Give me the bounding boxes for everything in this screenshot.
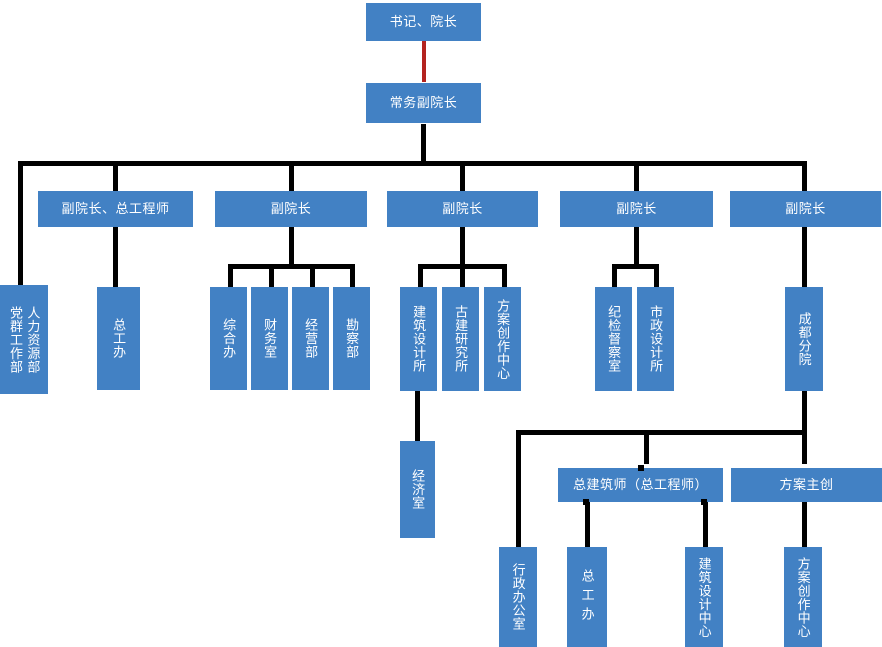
- selection-handle-bottom-left[interactable]: [583, 499, 589, 505]
- connector-chief-architect-to-branch-office: [585, 502, 590, 547]
- node-executive-vp[interactable]: 常务副院长: [366, 83, 481, 123]
- connector-chengdu-bus: [516, 430, 807, 435]
- connector-to-scheme-lead: [802, 430, 807, 464]
- connector-executive-vp-drop: [421, 124, 426, 165]
- node-vp-2[interactable]: 副院长: [215, 191, 367, 227]
- node-survey-dept[interactable]: 勘察部: [333, 287, 370, 390]
- connector-to-municipal-design-institute: [654, 264, 659, 288]
- node-party-hr-label-left: 党群工作部: [8, 305, 23, 374]
- node-vp-5[interactable]: 副院长: [730, 191, 881, 227]
- node-finance-office[interactable]: 财务室: [251, 287, 288, 390]
- connector-to-general-office: [228, 264, 233, 288]
- node-root[interactable]: 书记、院长: [366, 3, 481, 41]
- connector-to-discipline-inspection-office: [612, 264, 617, 288]
- connector-to-finance-office: [269, 264, 274, 288]
- node-chengdu-branch[interactable]: 成都分院: [785, 287, 823, 391]
- connector-level2-bus: [18, 161, 807, 166]
- connector-arch-institute-to-economics-office: [415, 391, 420, 442]
- node-party-hr[interactable]: 人力资源部 党群工作部: [0, 285, 48, 394]
- connector-vp-chief-engineer-to-office: [113, 227, 118, 288]
- connector-bus-to-party-hr: [18, 161, 23, 393]
- node-vp-chief-engineer[interactable]: 副院长、总工程师: [38, 191, 193, 227]
- connector-vp-3-drop: [460, 227, 465, 267]
- connector-chief-architect-to-design-center: [703, 502, 708, 547]
- connector-scheme-lead-to-center: [802, 502, 807, 547]
- node-operations-dept[interactable]: 经营部: [292, 287, 329, 390]
- connector-to-ancient-arch-institute: [460, 264, 465, 288]
- connector-bus-to-vp-4: [634, 161, 639, 191]
- node-admin-office[interactable]: 行政办公室: [499, 547, 537, 647]
- node-branch-scheme-center[interactable]: 方案创作中心: [784, 547, 822, 647]
- connector-vp-5-to-chengdu-branch: [802, 227, 807, 288]
- node-vp-4[interactable]: 副院长: [560, 191, 713, 227]
- connector-chengdu-branch-drop: [802, 391, 807, 435]
- node-discipline-inspection-office[interactable]: 纪检督察室: [595, 287, 632, 391]
- node-arch-design-institute[interactable]: 建筑设计所: [400, 287, 437, 391]
- selection-handle-top[interactable]: [638, 465, 644, 471]
- connector-to-operations-dept: [310, 264, 315, 288]
- node-municipal-design-institute[interactable]: 市政设计所: [637, 287, 674, 391]
- node-branch-chief-engineer-office[interactable]: 总工办: [567, 547, 607, 647]
- connector-to-chief-architect: [644, 430, 649, 464]
- connector-vp-2-bus: [228, 264, 355, 269]
- connector-to-scheme-creation-center: [502, 264, 507, 288]
- node-economics-office[interactable]: 经济室: [400, 441, 435, 538]
- node-vp-3[interactable]: 副院长: [387, 191, 538, 227]
- connector-bus-to-vp-2: [289, 161, 294, 191]
- node-chief-architect[interactable]: 总建筑师（总工程师）: [558, 468, 723, 502]
- connector-bus-to-vp-5: [802, 161, 807, 191]
- connector-vp-4-drop: [634, 227, 639, 267]
- connector-vp-2-drop: [289, 227, 294, 267]
- connector-to-arch-design-institute: [418, 264, 423, 288]
- node-chief-engineer-office[interactable]: 总工办: [97, 287, 140, 390]
- node-scheme-lead[interactable]: 方案主创: [731, 468, 882, 502]
- connector-vp-4-bus: [612, 264, 659, 269]
- connector-bus-to-vp-3: [460, 161, 465, 191]
- selection-handle-bottom-right[interactable]: [701, 499, 707, 505]
- connector-root-to-executive-vp: [422, 40, 426, 82]
- node-scheme-creation-center[interactable]: 方案创作中心: [484, 287, 521, 391]
- connector-to-survey-dept: [350, 264, 355, 288]
- node-ancient-arch-institute[interactable]: 古建研究所: [442, 287, 479, 391]
- node-arch-design-center[interactable]: 建筑设计中心: [685, 547, 723, 647]
- connector-to-admin-office: [516, 430, 521, 547]
- connector-bus-to-vp-chief-engineer: [113, 161, 118, 191]
- node-party-hr-label-right: 人力资源部: [25, 305, 41, 374]
- node-general-office[interactable]: 综合办: [210, 287, 247, 390]
